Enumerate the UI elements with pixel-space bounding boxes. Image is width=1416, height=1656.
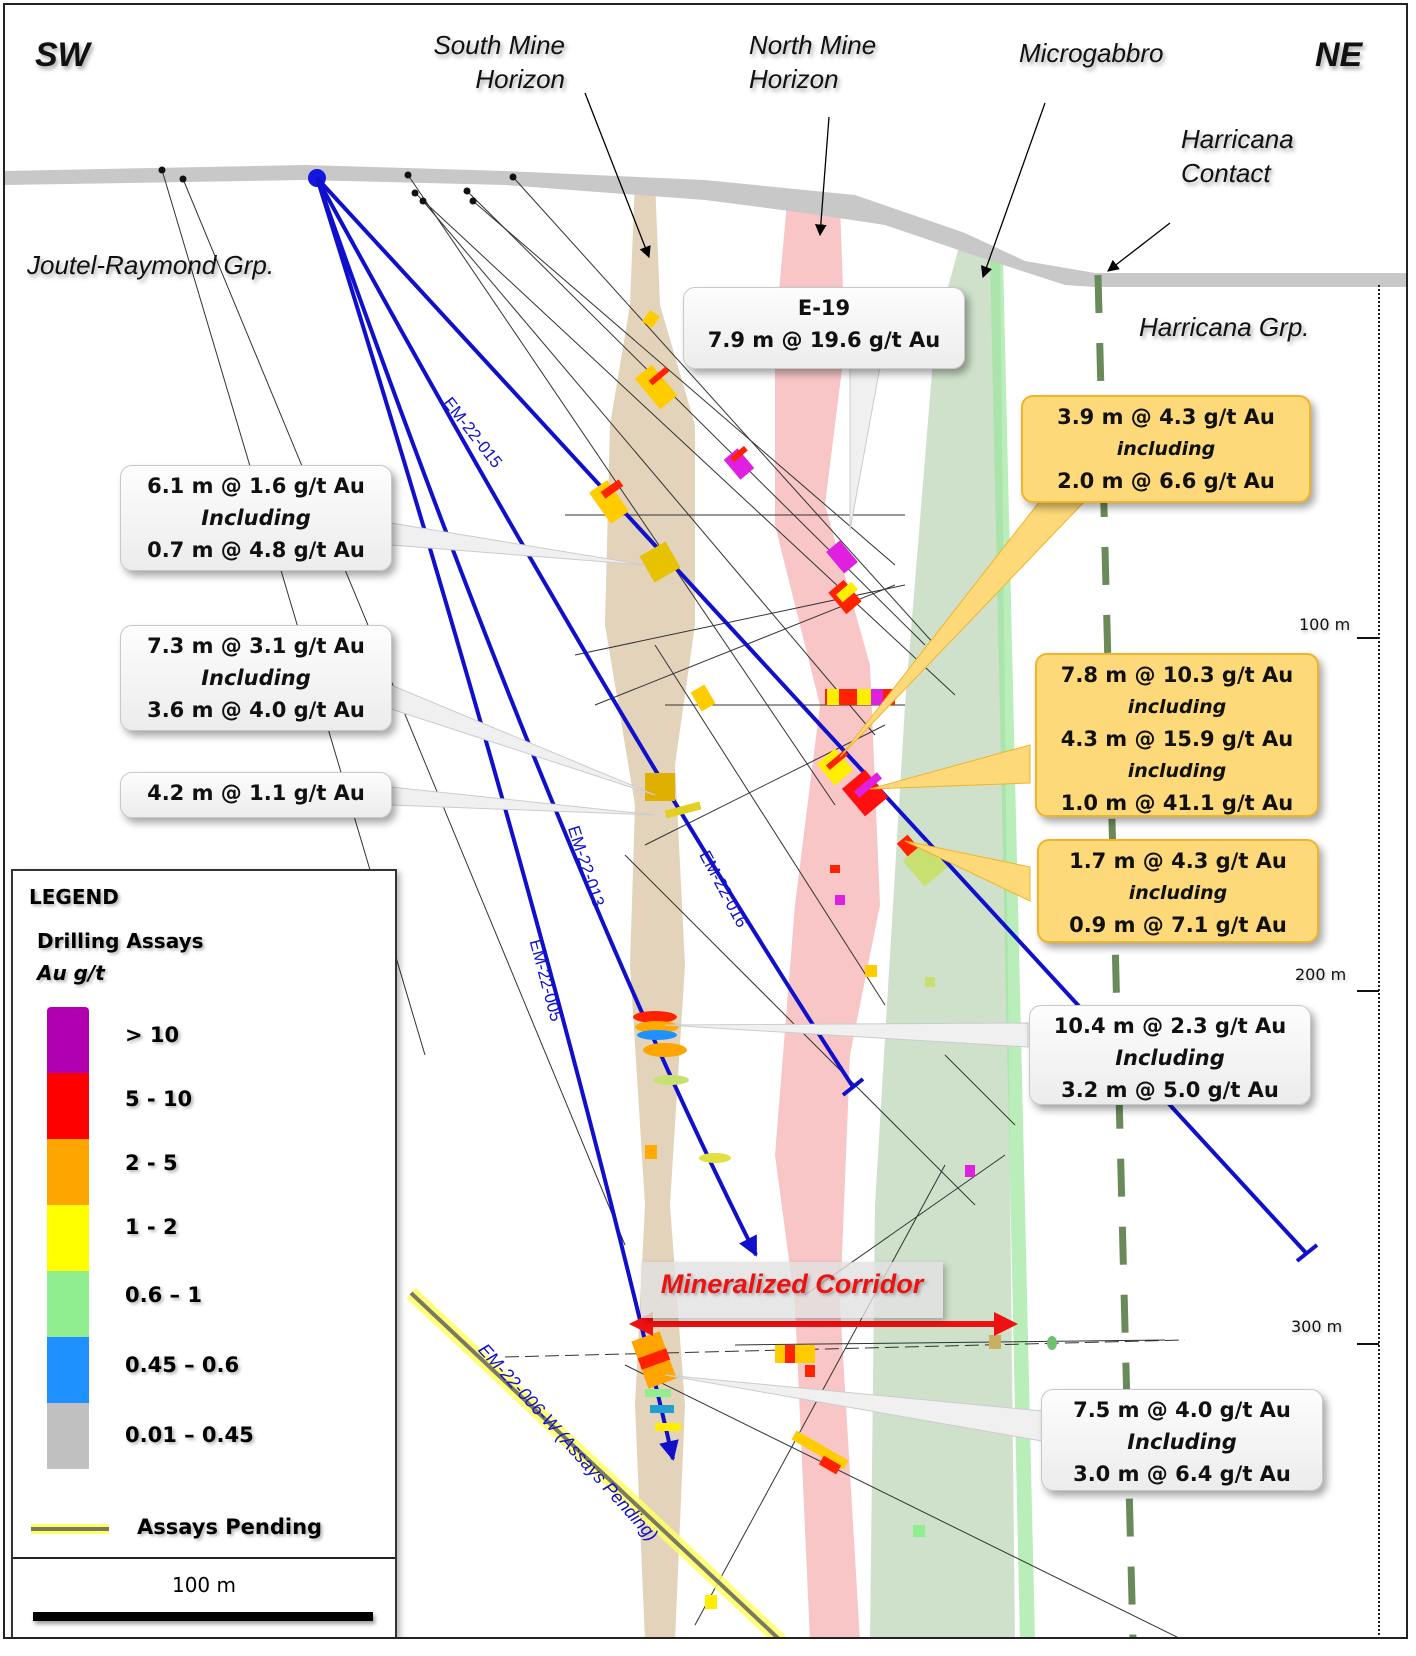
legend: LEGEND Drilling Assays Au g/t > 10 5 - 1… xyxy=(11,869,397,1637)
callout-line: including xyxy=(1127,696,1227,718)
mineralized-corridor-box xyxy=(641,1262,943,1318)
callout-7-8m: 7.8 m @ 10.3 g/t Au including 4.3 m @ 15… xyxy=(1035,653,1319,817)
depth-label-300: 300 m xyxy=(1291,1317,1343,1336)
callout-line: 6.1 m @ 1.6 g/t Au xyxy=(147,474,365,498)
label-joutel-raymond-grp: Joutel-Raymond Grp. xyxy=(27,250,275,280)
drillhole-em-22-006-w xyxy=(409,1291,780,1637)
label-harricana-grp: Harricana Grp. xyxy=(1139,312,1310,342)
callout-line: 3.2 m @ 5.0 g/t Au xyxy=(1061,1078,1279,1102)
direction-ne: NE xyxy=(1315,36,1363,74)
callout-line: 1.7 m @ 4.3 g/t Au xyxy=(1069,849,1287,873)
callout-line: 7.8 m @ 10.3 g/t Au xyxy=(1060,663,1294,687)
label-harricana-contact-line1: Harricana xyxy=(1181,124,1294,154)
label-south-mine-line2: Horizon xyxy=(475,63,565,94)
legend-swatch-0-45-0-6 xyxy=(47,1337,89,1403)
scale-bar-label: 100 m xyxy=(171,1573,236,1597)
south-mine-horizon xyxy=(605,180,695,1637)
drillhole-em-22-013 xyxy=(315,177,758,1257)
label-north-mine-line1: North Mine xyxy=(749,30,877,60)
legend-label-2-5: 2 - 5 xyxy=(125,1151,178,1175)
legend-swatch-0-6-1 xyxy=(47,1271,89,1337)
callout-line: including xyxy=(1127,760,1227,782)
drillhole-em-22-016 xyxy=(315,177,855,1089)
legend-label-0-01-0-45: 0.01 – 0.45 xyxy=(125,1423,254,1447)
label-north-mine-horizon: North Mine Horizon xyxy=(749,29,876,97)
callout-line: 10.4 m @ 2.3 g/t Au xyxy=(1053,1014,1287,1038)
legend-pending-line xyxy=(31,1524,109,1534)
legend-label-0-45-0-6: 0.45 – 0.6 xyxy=(125,1353,240,1377)
callout-line: 1.0 m @ 41.1 g/t Au xyxy=(1060,791,1294,815)
legend-label-5-10: 5 - 10 xyxy=(125,1087,193,1111)
legend-swatch-1-2 xyxy=(47,1205,89,1271)
label-harricana-contact: Harricana Contact xyxy=(1181,123,1294,191)
label-south-mine-horizon: South Mine Horizon xyxy=(415,29,565,97)
callout-10-4m: 10.4 m @ 2.3 g/t Au Including 3.2 m @ 5.… xyxy=(1029,1005,1311,1105)
label-north-mine-line2: Horizon xyxy=(749,63,839,94)
drillhole-em-22-005 xyxy=(315,177,679,1461)
legend-label-1-2: 1 - 2 xyxy=(125,1215,178,1239)
callout-line: 3.6 m @ 4.0 g/t Au xyxy=(147,698,365,722)
callout-line: including xyxy=(1128,882,1228,904)
callout-1-7m: 1.7 m @ 4.3 g/t Au including 0.9 m @ 7.1… xyxy=(1037,839,1319,943)
legend-label-gt10: > 10 xyxy=(125,1023,180,1047)
legend-swatch-gt10 xyxy=(47,1007,89,1073)
label-microgabbro: Microgabbro xyxy=(1019,38,1164,68)
callout-6-1m: 6.1 m @ 1.6 g/t Au Including 0.7 m @ 4.8… xyxy=(120,465,392,571)
legend-unit: Au g/t xyxy=(37,961,105,985)
callout-line: Including xyxy=(201,666,311,690)
callout-line: 7.5 m @ 4.0 g/t Au xyxy=(1073,1398,1291,1422)
depth-label-200: 200 m xyxy=(1295,965,1347,984)
legend-title: LEGEND xyxy=(29,885,119,909)
callout-3-9m: 3.9 m @ 4.3 g/t Au including 2.0 m @ 6.6… xyxy=(1021,395,1311,503)
callout-pointers xyxy=(390,366,1087,1442)
collar-markers xyxy=(158,166,517,205)
callout-line: 7.3 m @ 3.1 g/t Au xyxy=(147,634,365,658)
callout-4-2m: 4.2 m @ 1.1 g/t Au xyxy=(120,772,392,818)
callout-line: 0.9 m @ 7.1 g/t Au xyxy=(1069,913,1287,937)
label-arrows xyxy=(584,92,1171,279)
legend-divider xyxy=(13,1557,395,1559)
legend-swatch-2-5 xyxy=(47,1139,89,1205)
scale-bar xyxy=(33,1612,373,1621)
assay-intervals xyxy=(589,309,1057,1609)
ground-surface xyxy=(5,165,1406,287)
callout-line: Including xyxy=(201,506,311,530)
callout-line: Including xyxy=(1115,1046,1225,1070)
label-harricana-contact-line2: Contact xyxy=(1181,157,1271,188)
callout-e19: E-19 7.9 m @ 19.6 g/t Au xyxy=(683,287,965,369)
callout-line: 2.0 m @ 6.6 g/t Au xyxy=(1057,469,1275,493)
label-south-mine-line1: South Mine xyxy=(433,30,565,60)
depth-label-100: 100 m xyxy=(1299,615,1351,634)
callout-line: 4.3 m @ 15.9 g/t Au xyxy=(1060,727,1294,751)
callout-line: 0.7 m @ 4.8 g/t Au xyxy=(147,538,365,562)
callout-line: 7.9 m @ 19.6 g/t Au xyxy=(707,328,941,352)
microgabbro-edge xyxy=(990,255,1035,1637)
callout-line: 3.0 m @ 6.4 g/t Au xyxy=(1073,1462,1291,1486)
callout-7-5m: 7.5 m @ 4.0 g/t Au Including 3.0 m @ 6.4… xyxy=(1041,1389,1323,1491)
drillhole-em-22-016-end xyxy=(841,1077,865,1097)
legend-swatch-5-10 xyxy=(47,1073,89,1139)
callout-line: Including xyxy=(1127,1430,1237,1454)
legend-swatch-0-01-0-45 xyxy=(47,1403,89,1469)
section-frame: EM-22-015 EM-22-016 EM-22-013 EM-22-005 … xyxy=(3,3,1408,1639)
callout-line: 4.2 m @ 1.1 g/t Au xyxy=(147,781,365,805)
mineralized-corridor-label: Mineralized Corridor xyxy=(660,1269,924,1299)
callout-line: 3.9 m @ 4.3 g/t Au xyxy=(1057,405,1275,429)
legend-pending-label: Assays Pending xyxy=(137,1515,323,1539)
direction-sw: SW xyxy=(35,36,90,74)
legend-label-0-6-1: 0.6 – 1 xyxy=(125,1283,202,1307)
legend-subtitle: Drilling Assays xyxy=(37,929,204,953)
callout-line: including xyxy=(1116,438,1216,460)
callout-7-3m: 7.3 m @ 3.1 g/t Au Including 3.6 m @ 4.0… xyxy=(120,625,392,731)
callout-line: E-19 xyxy=(797,296,851,320)
